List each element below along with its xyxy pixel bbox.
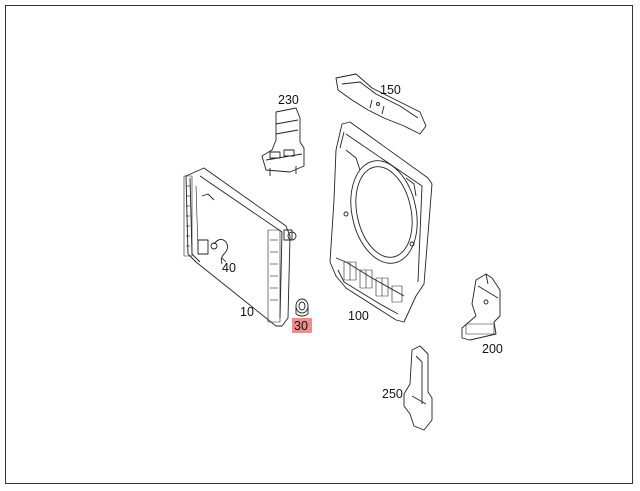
part-150-air-guide[interactable] — [335, 73, 427, 135]
svg-text:200: 200 — [482, 342, 503, 356]
label-10[interactable]: 10 — [240, 305, 254, 319]
label-100[interactable]: 100 — [348, 309, 369, 323]
part-100-fan-shroud[interactable] — [329, 121, 433, 323]
part-10-radiator[interactable] — [183, 167, 297, 327]
svg-text:40: 40 — [222, 261, 236, 275]
part-30-grommet[interactable] — [295, 298, 309, 317]
part-200-side-bracket[interactable] — [461, 273, 501, 341]
svg-text:230: 230 — [278, 93, 299, 107]
svg-text:10: 10 — [240, 305, 254, 319]
part-250-side-air-guide[interactable] — [403, 345, 433, 431]
part-40-clip[interactable] — [210, 239, 229, 265]
svg-text:150: 150 — [380, 83, 401, 97]
label-200[interactable]: 200 — [482, 342, 503, 356]
label-250[interactable]: 250 — [382, 387, 403, 401]
label-40[interactable]: 40 — [222, 261, 236, 275]
label-30-highlight — [292, 318, 312, 333]
svg-text:100: 100 — [348, 309, 369, 323]
diagram-frame — [5, 5, 633, 484]
label-230[interactable]: 230 — [278, 93, 299, 107]
leader-40 — [221, 257, 227, 263]
label-30[interactable]: 30 — [292, 318, 312, 333]
label-150[interactable]: 150 — [380, 83, 401, 97]
part-230-bracket[interactable] — [261, 107, 305, 176]
svg-text:30: 30 — [294, 319, 308, 333]
svg-text:250: 250 — [382, 387, 403, 401]
